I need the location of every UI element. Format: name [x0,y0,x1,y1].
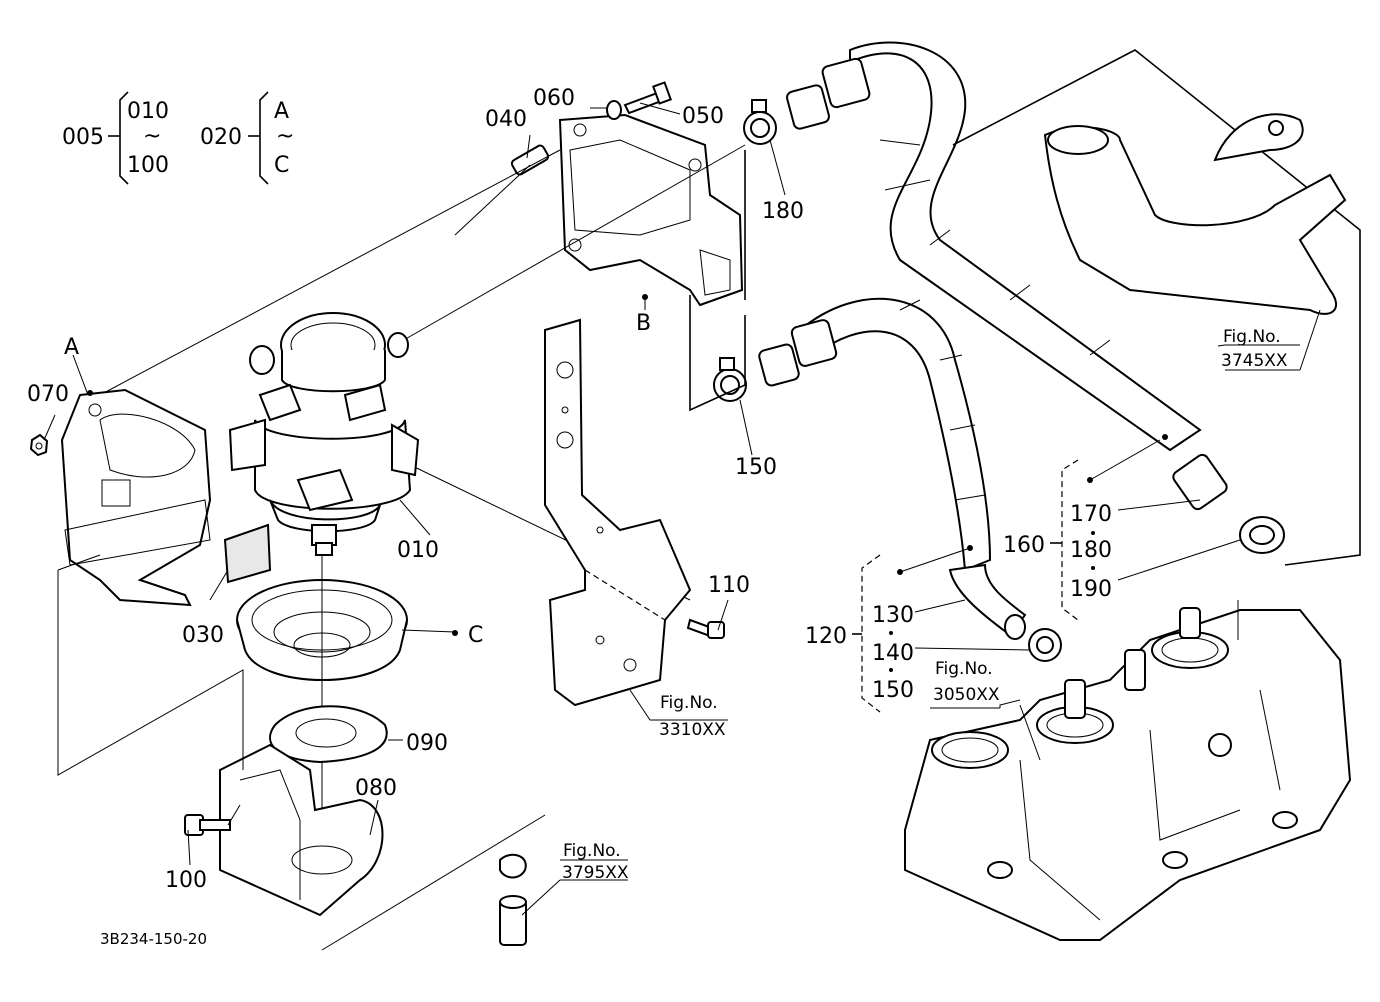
clamp-150-mid [713,357,747,402]
label-160: 160 [1003,533,1045,558]
gasket-090 [269,705,388,764]
label-100: 100 [165,868,207,893]
label-090: 090 [406,731,448,756]
ref-3310-line1: Fig.No. [660,693,718,713]
label-190: 190 [1070,577,1112,602]
hose-170-end [1172,453,1228,511]
label-050: 050 [682,104,724,129]
hose-lower [798,297,1027,640]
ref-box-3745 [952,49,1361,566]
nut-070 [29,433,49,457]
hose-upper-end [786,57,871,130]
bracket-b [558,113,744,307]
housing-a [60,388,212,607]
washer-060 [606,100,622,120]
label-180-group: 180 [1070,538,1112,563]
label-070: 070 [27,382,69,407]
bracket-080 [219,743,384,917]
ref-3795-line1: Fig.No. [563,841,621,861]
ref-3745-line2: 3745XX [1221,351,1288,371]
bolt-100 [184,814,231,836]
label-005-end: 100 [127,153,169,178]
separator-010 [228,312,420,556]
brace-020 [259,91,269,185]
ref-3745-line1: Fig.No. [1223,327,1281,347]
label-170: 170 [1070,502,1112,527]
label-005-tilde: ~ [143,124,161,149]
label-080: 080 [355,776,397,801]
ref-3050-line2: 3050XX [933,685,1000,705]
label-c: C [468,623,483,648]
brace-005 [119,91,129,185]
label-020-start: A [274,99,289,124]
bolt-050 [623,81,672,115]
fitting-3795 [499,853,527,946]
ref-3050-line1: Fig.No. [935,659,993,679]
label-020: 020 [200,125,242,150]
label-b: B [636,311,651,336]
label-005: 005 [62,125,104,150]
ref-3795-line2: 3795XX [562,863,629,883]
label-020-end: C [274,153,289,178]
bolt-110 [686,618,725,639]
label-010: 010 [397,538,439,563]
label-120: 120 [805,624,847,649]
label-030: 030 [182,623,224,648]
label-005-start: 010 [127,99,169,124]
label-150-group: 150 [872,678,914,703]
label-150-mid: 150 [735,455,777,480]
label-020-tilde: ~ [276,124,294,149]
drawing-code: 3B234-150-20 [100,930,207,948]
bracket-3310 [544,318,692,707]
clamp-180-top [743,99,777,145]
label-140: 140 [872,641,914,666]
label-180-top: 180 [762,199,804,224]
clamp-190 [1239,516,1285,554]
sleeve-040 [510,144,550,176]
leader-lines [43,102,1321,916]
label-a: A [64,335,79,360]
ref-3310-line2: 3310XX [659,720,726,740]
hose-lower-end [758,319,838,387]
label-110: 110 [708,573,750,598]
label-060: 060 [533,86,575,111]
label-130: 130 [872,603,914,628]
cylinder-head-3050 [904,600,1352,941]
clamp-140 [1028,628,1062,662]
brace-120 [861,554,881,713]
label-040: 040 [485,107,527,132]
plate-030 [223,523,272,584]
hose-upper [849,41,1202,452]
